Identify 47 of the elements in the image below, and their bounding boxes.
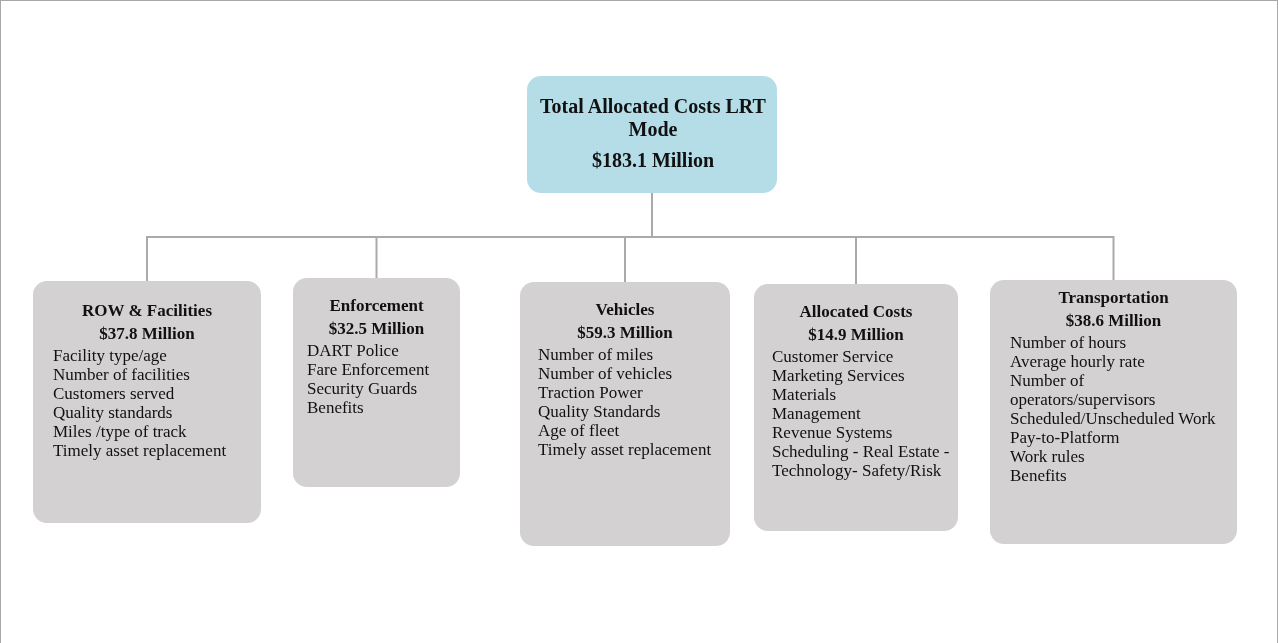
cost-driver-text: Age of fleet: [538, 421, 621, 441]
cost-driver-text: Timely asset replacement: [538, 440, 713, 460]
cost-amount: $14.9 Million: [807, 324, 905, 345]
cost-amount: $59.3 Million: [576, 322, 674, 343]
cost-driver-text: Number of operators/supervisors: [1010, 371, 1157, 410]
cost-driver-text: Benefits: [1010, 466, 1068, 486]
cost-driver-text: Number of miles: [538, 345, 655, 365]
cost-driver-text: Scheduling - Real Estate -Technology- Safety/Risk: [772, 442, 950, 481]
cost-driver-text: Management: [772, 404, 862, 424]
cost-driver-text: Miles /type of track: [53, 422, 188, 442]
cost-driver-text: Customer Service: [772, 347, 895, 367]
category-box: [33, 281, 261, 523]
box-title: Allocated Costs: [798, 302, 914, 322]
cost-driver-text: Scheduled/Unscheduled Work: [1010, 409, 1217, 429]
cost-driver-text: Number of facilities: [53, 365, 191, 385]
cost-driver-text: Work rules: [1010, 447, 1086, 467]
box-title: Vehicles: [594, 300, 656, 320]
cost-driver-text: Average hourly rate: [1010, 352, 1146, 372]
cost-driver-text: DART Police: [307, 341, 400, 361]
cost-driver-text: Quality standards: [53, 403, 174, 423]
category-box: [990, 280, 1237, 544]
cost-amount: $38.6 Million: [1064, 310, 1163, 331]
cost-driver-text: Traction Power: [538, 383, 644, 403]
cost-driver-text: Fare Enforcement: [307, 360, 431, 380]
cost-amount: $32.5 Million: [327, 318, 426, 339]
cost-driver-text: Timely asset replacement: [53, 441, 228, 461]
cost-driver-text: Security Guards: [307, 379, 418, 399]
category-box: [293, 278, 460, 487]
cost-driver-text: Number of vehicles: [538, 364, 674, 384]
category-box: [520, 282, 730, 546]
box-title: Enforcement: [328, 296, 425, 316]
category-box: [754, 284, 958, 531]
cost-amount: $183.1 Million: [590, 149, 716, 172]
cost-driver-text: Number of hours: [1010, 333, 1128, 353]
cost-driver-text: Benefits: [307, 398, 365, 418]
cost-driver-text: Revenue Systems: [772, 423, 894, 443]
cost-driver-text: Facility type/age: [53, 346, 168, 366]
root-box: [527, 76, 777, 193]
cost-driver-text: Materials: [772, 385, 838, 405]
cost-driver-text: Marketing Services: [772, 366, 906, 386]
box-title: Total Allocated Costs LRT Mode: [539, 95, 767, 141]
cost-driver-text: Quality Standards: [538, 402, 662, 422]
box-title: ROW & Facilities: [81, 301, 213, 321]
cost-amount: $37.8 Million: [98, 323, 196, 344]
cost-driver-text: Customers served: [53, 384, 176, 404]
box-title: Transportation: [1057, 288, 1170, 308]
cost-driver-text: Pay-to-Platform: [1010, 428, 1121, 448]
